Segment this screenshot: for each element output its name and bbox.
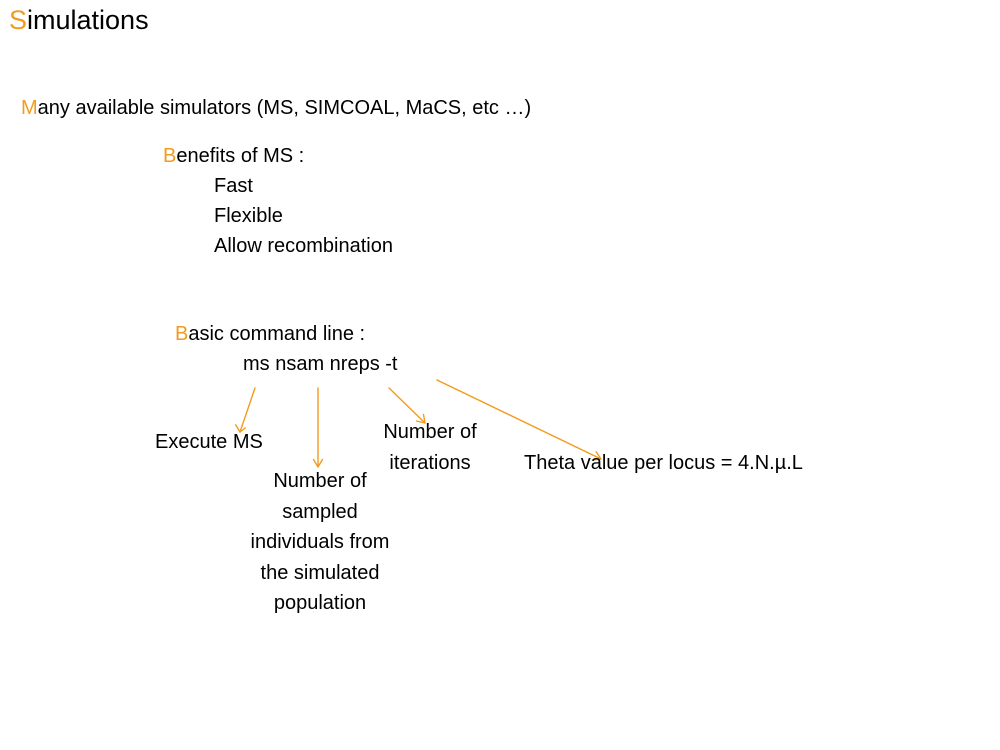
benefits-heading-rest: enefits of MS :: [176, 145, 305, 167]
arrow-nreps: [388, 387, 426, 424]
benefit-item-flexible: Flexible: [214, 205, 283, 227]
command-heading-rest: asic command line :: [188, 323, 366, 345]
simulators-bullet: Many available simulators (MS, SIMCOAL, …: [21, 94, 531, 122]
arrow-ms: [234, 387, 256, 433]
command-line: ms nsam nreps -t: [243, 353, 398, 375]
arrow-theta: [436, 379, 602, 461]
intro-rest: any available simulators (MS, SIMCOAL, M…: [37, 97, 532, 119]
label-execute-ms: Execute MS: [155, 431, 263, 453]
command-first-letter: B: [175, 323, 189, 345]
title-first-letter: S: [9, 5, 28, 35]
label-theta: Theta value per locus = 4.N.µ.L: [524, 452, 803, 474]
label-nsam-line-5: population: [273, 592, 367, 614]
label-nreps-line-1: Number of: [383, 421, 477, 443]
benefit-item-recombination: Allow recombination: [214, 235, 393, 257]
label-nsam-line-4: the simulated: [260, 561, 380, 584]
arrow-nsam: [312, 387, 324, 468]
intro-first-letter: M: [21, 97, 38, 119]
label-nreps: Number of iterations: [360, 417, 500, 478]
label-nsam: Number of sampled individuals from the s…: [230, 466, 410, 619]
label-nsam-line-1: Number of: [273, 470, 367, 492]
label-nsam-line-3: individuals from: [250, 531, 390, 553]
label-nreps-line-2: iterations: [389, 451, 471, 474]
slide-title: Simulations: [9, 2, 149, 38]
benefits-first-letter: B: [163, 145, 177, 167]
command-heading: Basic command line :: [175, 320, 365, 348]
label-nsam-line-2: sampled: [282, 500, 358, 523]
title-rest: imulations: [27, 5, 149, 35]
benefits-heading: Benefits of MS :: [163, 142, 304, 170]
benefit-item-fast: Fast: [214, 175, 253, 197]
